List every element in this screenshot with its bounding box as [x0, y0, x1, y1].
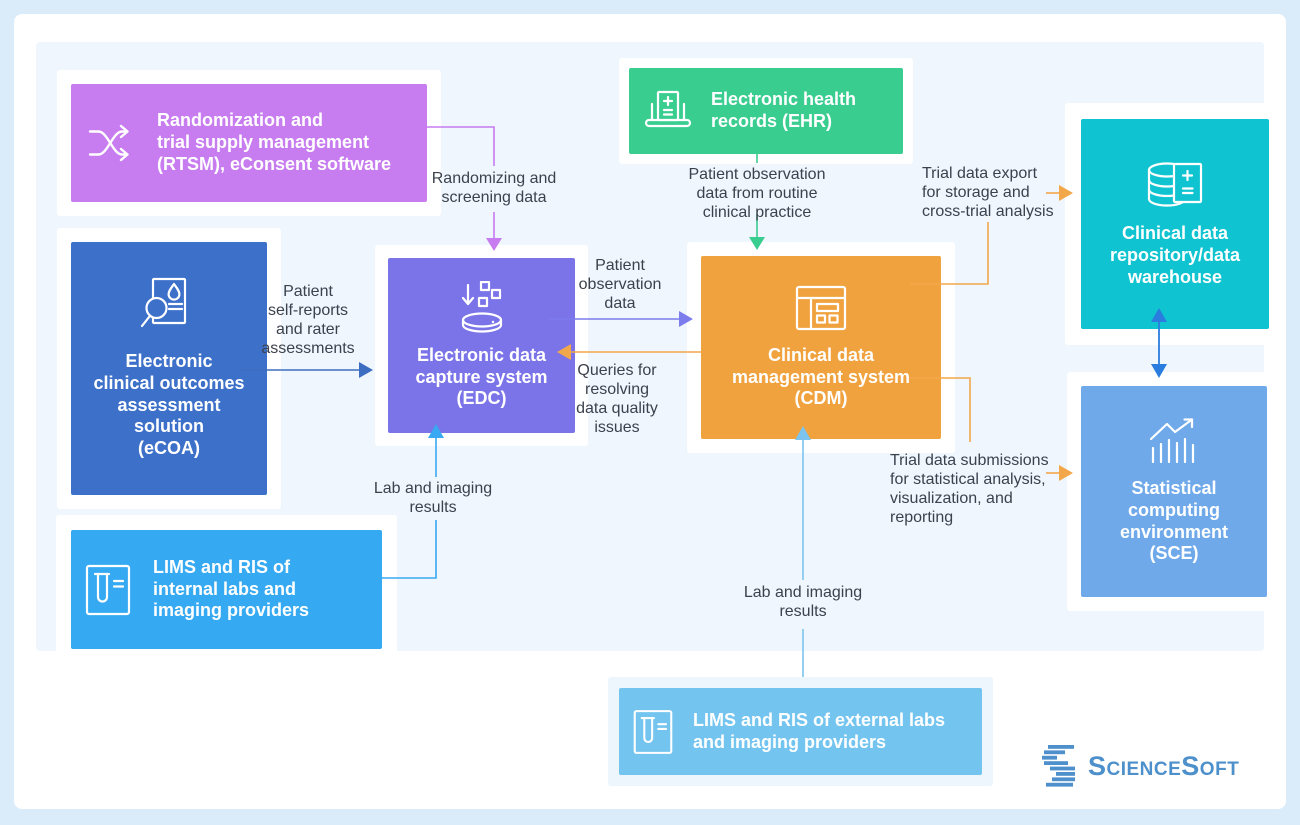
- node-sce-frame: Statistical computing environment (SCE): [1067, 372, 1281, 611]
- laptop-medical-icon: [644, 90, 692, 128]
- logo-text-science: Science: [1088, 750, 1182, 781]
- node-cdm: Clinical data management system (CDM): [701, 256, 941, 439]
- data-capture-icon: [461, 280, 502, 333]
- node-ehr: Electronic health records (EHR): [629, 68, 903, 154]
- edge-label-cdm-edc: Queries for resolving data quality issue…: [576, 362, 658, 436]
- node-lims-external: LIMS and RIS of external labs and imagin…: [619, 688, 982, 775]
- edge-label-ecoa-edc: Patient self-reports and rater assessmen…: [261, 283, 355, 357]
- edge-label-ehr-cdm: Patient observation data from routine cl…: [688, 166, 826, 221]
- logo-icon: [1042, 745, 1075, 787]
- node-edc-frame: Electronic data capture system (EDC): [375, 245, 588, 446]
- chart-growth-icon: [1149, 417, 1195, 463]
- node-rtsm-frame: Randomization and trial supply managemen…: [57, 70, 441, 216]
- node-rtsm-label: Randomization and trial supply managemen…: [157, 110, 392, 174]
- node-lims-internal-label: LIMS and RIS of internal labs and imagin…: [153, 556, 310, 621]
- shuffle-icon: [88, 124, 129, 162]
- node-lims-external-label: LIMS and RIS of external labs and imagin…: [693, 709, 946, 752]
- edge-label-edc-cdm: Patient observation data: [578, 257, 662, 312]
- node-repo-label: Clinical data repository/data warehouse: [1109, 223, 1241, 287]
- node-ecoa-frame: Electronic clinical outcomes assessment …: [57, 228, 281, 509]
- node-lims-internal: LIMS and RIS of internal labs and imagin…: [71, 530, 382, 649]
- edge-label-lims-internal-edc: Lab and imaging results: [373, 480, 493, 516]
- document-search-icon: [140, 277, 187, 327]
- edge-label-cdm-repo: Trial data export for storage and cross-…: [922, 165, 1054, 220]
- node-lims-external-frame: LIMS and RIS of external labs and imagin…: [608, 677, 993, 786]
- edge-label-cdm-sce: Trial data submissions for statistical a…: [890, 452, 1049, 526]
- database-document-icon: [1147, 162, 1203, 207]
- test-tube-icon: [85, 564, 131, 615]
- node-cdm-label: Clinical data management system (CDM): [731, 344, 911, 409]
- node-lims-internal-frame: LIMS and RIS of internal labs and imagin…: [56, 515, 397, 664]
- node-ecoa: Electronic clinical outcomes assessment …: [71, 242, 267, 495]
- node-repo-frame: Clinical data repository/data warehouse: [1065, 103, 1285, 345]
- node-sce: Statistical computing environment (SCE): [1081, 386, 1267, 597]
- node-cdm-frame: Clinical data management system (CDM): [687, 242, 955, 453]
- edge-label-rtsm-edc: Randomizing and screening data: [431, 170, 557, 206]
- data-table-icon: [795, 285, 847, 330]
- node-edc: Electronic data capture system (EDC): [388, 258, 575, 433]
- logo-text-soft: Soft: [1181, 750, 1240, 781]
- node-repo: Clinical data repository/data warehouse: [1081, 119, 1269, 329]
- node-edc-label: Electronic data capture system (EDC): [415, 344, 548, 409]
- logo-text: ScienceSoft: [1088, 751, 1239, 782]
- logo: ScienceSoft: [1038, 745, 1239, 787]
- node-ehr-label: Electronic health records (EHR): [711, 89, 857, 131]
- node-ecoa-label: Electronic clinical outcomes assessment …: [93, 350, 245, 459]
- edge-label-lims-external-cdm: Lab and imaging results: [743, 584, 863, 620]
- node-rtsm: Randomization and trial supply managemen…: [71, 84, 427, 202]
- node-sce-label: Statistical computing environment (SCE): [1119, 477, 1229, 564]
- test-tube-icon: [633, 709, 673, 754]
- node-ehr-frame: Electronic health records (EHR): [619, 58, 913, 164]
